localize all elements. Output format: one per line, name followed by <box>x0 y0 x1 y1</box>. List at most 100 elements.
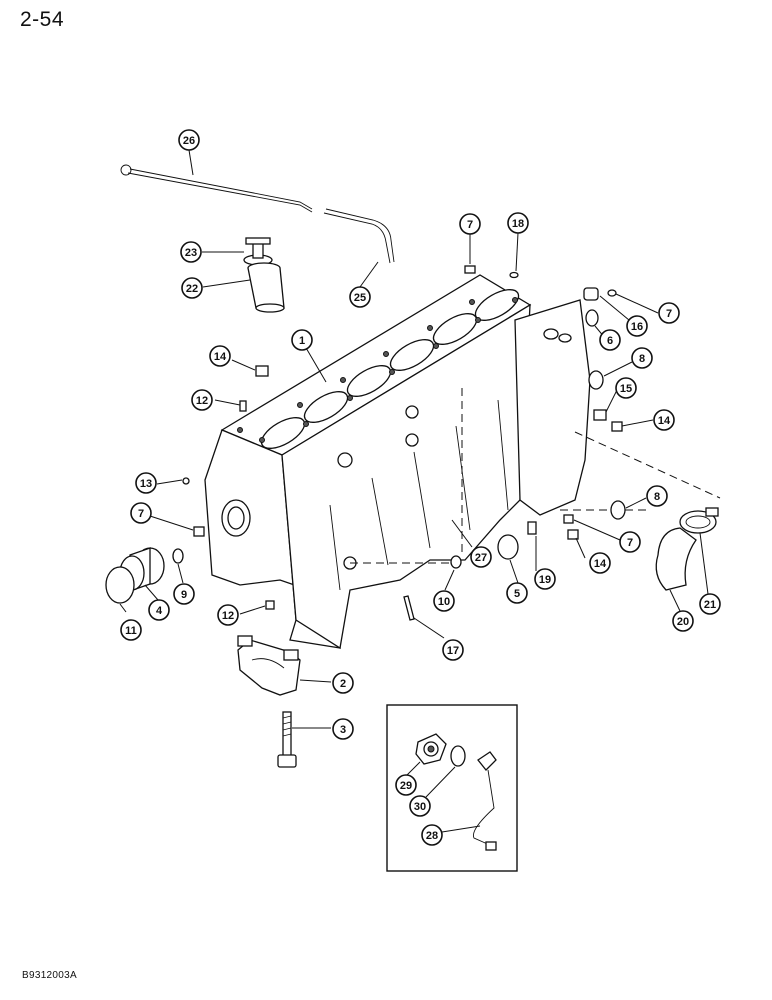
callout-12-bottom: 12 <box>217 604 239 626</box>
callout-9: 9 <box>173 583 195 605</box>
plug-14a <box>255 365 269 377</box>
callout-12-top: 12 <box>191 389 213 411</box>
callout-27: 27 <box>470 546 492 568</box>
svg-text:22: 22 <box>186 283 198 295</box>
callout-30: 30 <box>409 795 431 817</box>
svg-text:25: 25 <box>354 292 366 304</box>
callout-25: 25 <box>349 286 371 308</box>
main-bearing-bolt <box>277 711 297 768</box>
plug-14b <box>611 421 623 432</box>
clamp-21 <box>679 507 719 534</box>
o-ring-30 <box>450 745 466 767</box>
svg-text:18: 18 <box>512 218 524 230</box>
plug-top <box>464 265 476 274</box>
callout-6: 6 <box>599 329 621 351</box>
svg-text:28: 28 <box>426 830 438 842</box>
plug-6 <box>585 309 599 327</box>
callout-28: 28 <box>421 824 443 846</box>
svg-text:26: 26 <box>183 135 195 147</box>
svg-text:6: 6 <box>607 335 613 347</box>
svg-text:13: 13 <box>140 478 152 490</box>
callout-8-top: 8 <box>631 347 653 369</box>
svg-text:30: 30 <box>414 801 426 813</box>
svg-text:27: 27 <box>475 552 487 564</box>
svg-text:15: 15 <box>620 383 632 395</box>
callout-14-right: 14 <box>653 409 675 431</box>
plug-8a <box>588 370 604 390</box>
callout-10: 10 <box>433 590 455 612</box>
callout-16: 16 <box>626 315 648 337</box>
plug-10 <box>450 555 462 569</box>
plug-14c <box>567 529 579 540</box>
page-number: 2-54 <box>20 8 65 31</box>
svg-text:14: 14 <box>214 351 227 363</box>
callout-23: 23 <box>180 241 202 263</box>
svg-text:5: 5 <box>514 588 520 600</box>
callout-29: 29 <box>395 774 417 796</box>
callout-3: 3 <box>332 718 354 740</box>
figure-code: B9312003A <box>22 970 77 981</box>
svg-text:10: 10 <box>438 596 450 608</box>
svg-text:2: 2 <box>340 678 346 690</box>
callout-7-top: 7 <box>459 213 481 235</box>
svg-text:29: 29 <box>400 780 412 792</box>
svg-text:17: 17 <box>447 645 459 657</box>
svg-text:12: 12 <box>222 610 234 622</box>
callout-5: 5 <box>506 582 528 604</box>
callout-7-left: 7 <box>130 502 152 524</box>
callout-20: 20 <box>672 610 694 632</box>
dowel-12a <box>239 400 247 412</box>
svg-text:14: 14 <box>594 558 607 570</box>
callout-1: 1 <box>291 329 313 351</box>
oil-filler-cap <box>243 237 273 266</box>
callout-13: 13 <box>135 472 157 494</box>
svg-text:7: 7 <box>627 537 633 549</box>
callout-14-left: 14 <box>209 345 231 367</box>
callout-14-bottom: 14 <box>589 552 611 574</box>
dowel-12b <box>265 600 275 610</box>
callout-7-right-top: 7 <box>658 302 680 324</box>
fitting-15 <box>593 409 607 421</box>
sensor-29 <box>415 733 447 765</box>
svg-text:21: 21 <box>704 599 716 611</box>
cylinder-block <box>204 274 591 650</box>
svg-text:14: 14 <box>658 415 671 427</box>
dipstick <box>120 164 313 213</box>
svg-text:12: 12 <box>196 395 208 407</box>
callout-19: 19 <box>534 568 556 590</box>
cover-plate-11 <box>105 566 135 604</box>
callout-2: 2 <box>332 672 354 694</box>
svg-text:16: 16 <box>631 321 643 333</box>
svg-text:3: 3 <box>340 724 346 736</box>
svg-text:23: 23 <box>185 247 197 259</box>
callout-21: 21 <box>699 593 721 615</box>
callout-8-bottom: 8 <box>646 485 668 507</box>
callout-22: 22 <box>181 277 203 299</box>
oil-filler-tube <box>247 262 285 313</box>
callout-11: 11 <box>120 619 142 641</box>
svg-text:1: 1 <box>299 335 305 347</box>
svg-text:7: 7 <box>467 219 473 231</box>
fitting-19 <box>527 521 537 535</box>
main-bearing-cap <box>237 635 301 696</box>
callout-26: 26 <box>178 129 200 151</box>
svg-text:11: 11 <box>125 625 137 637</box>
plug-7d <box>563 514 574 524</box>
svg-text:4: 4 <box>156 605 163 617</box>
fitting-13 <box>182 477 190 485</box>
callout-15: 15 <box>615 377 637 399</box>
svg-text:7: 7 <box>666 308 672 320</box>
pin-17 <box>403 595 415 621</box>
svg-text:9: 9 <box>181 589 187 601</box>
svg-text:7: 7 <box>138 508 144 520</box>
plug-7c <box>193 526 205 537</box>
callout-4: 4 <box>148 599 170 621</box>
seal-9 <box>172 548 184 564</box>
callout-17: 17 <box>442 639 464 661</box>
callout-7-right-bottom: 7 <box>619 531 641 553</box>
svg-text:8: 8 <box>654 491 660 503</box>
plug-7b <box>607 289 617 297</box>
callout-18: 18 <box>507 212 529 234</box>
svg-text:20: 20 <box>677 616 689 628</box>
